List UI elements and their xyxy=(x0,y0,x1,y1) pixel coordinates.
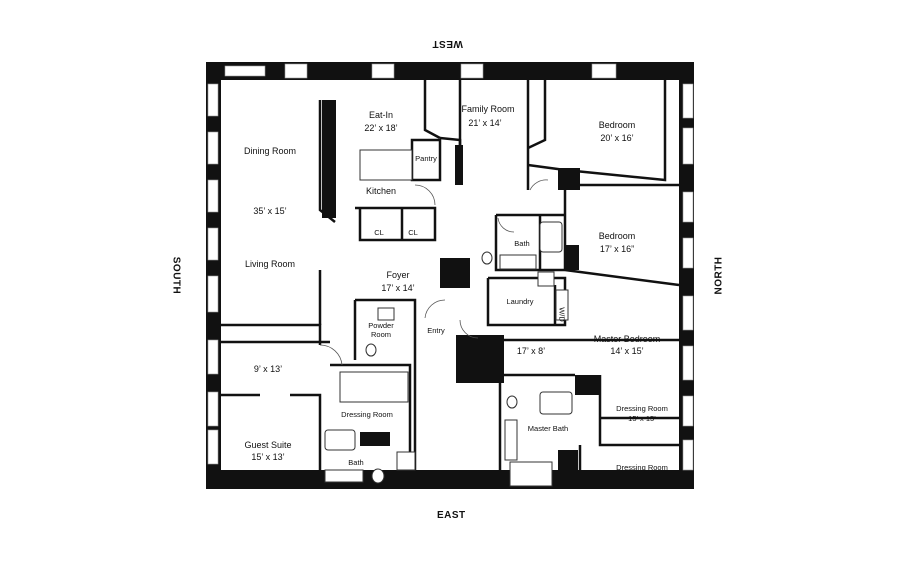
dressing-room-guest-label: Dressing Room xyxy=(341,410,393,419)
family-room-size: 21’ x 14’ xyxy=(468,118,502,128)
pantry-label: Pantry xyxy=(415,154,437,163)
washer-dryer-label: W/D xyxy=(557,307,567,322)
guest-suite-size: 15’ x 13’ xyxy=(251,452,285,462)
powder-room-label: Powder Room xyxy=(368,321,394,339)
entry-label: Entry xyxy=(427,326,445,335)
gallery-size: 17’ x 8’ xyxy=(516,346,546,356)
bath-guest-label: Bath xyxy=(348,458,364,467)
master-bedroom-label: Master Bedroom xyxy=(593,334,661,344)
windows xyxy=(207,63,694,471)
master-bath-label: Master Bath xyxy=(527,424,569,433)
dining-room-label: Dining Room xyxy=(243,146,297,156)
foyer-label: Foyer xyxy=(386,270,410,280)
living-room-label: Living Room xyxy=(244,259,296,269)
master-bedroom-size: 14’ x 15’ xyxy=(610,346,644,356)
guest-sitting-size: 9’ x 13’ xyxy=(253,364,283,374)
bedroom-2-size: 17’ x 16” xyxy=(599,244,635,254)
structural-columns xyxy=(322,100,600,470)
bath-1-label: Bath xyxy=(514,239,530,248)
bedroom-2-label: Bedroom xyxy=(598,231,636,241)
bedroom-1-size: 20’ x 16’ xyxy=(600,133,634,143)
guest-suite-label: Guest Suite xyxy=(244,440,292,450)
compass-west: WEST xyxy=(432,38,463,49)
closet-2-label: CL xyxy=(408,228,418,237)
closet-1-label: CL xyxy=(374,228,384,237)
family-room-label: Family Room xyxy=(461,104,515,114)
laundry-label: Laundry xyxy=(506,297,534,306)
dressing-room-master-1-size: 15’ x 15’ xyxy=(628,414,656,423)
fixtures xyxy=(324,149,573,487)
bedroom-1-label: Bedroom xyxy=(598,120,636,130)
eat-in-size: 22’ x 18’ xyxy=(364,123,398,133)
eat-in-label: Eat-In xyxy=(368,110,394,120)
kitchen-label: Kitchen xyxy=(365,186,397,196)
compass-east: EAST xyxy=(437,510,466,521)
dressing-room-master-2-label: Dressing Room xyxy=(616,463,668,472)
door-swings xyxy=(319,179,549,366)
dressing-room-master-1-label: Dressing Room xyxy=(616,404,668,413)
compass-south: SOUTH xyxy=(170,256,182,295)
compass-north: NORTH xyxy=(713,256,725,295)
dining-room-size: 35’ x 15’ xyxy=(253,206,287,216)
foyer-size: 17’ x 14’ xyxy=(381,283,415,293)
